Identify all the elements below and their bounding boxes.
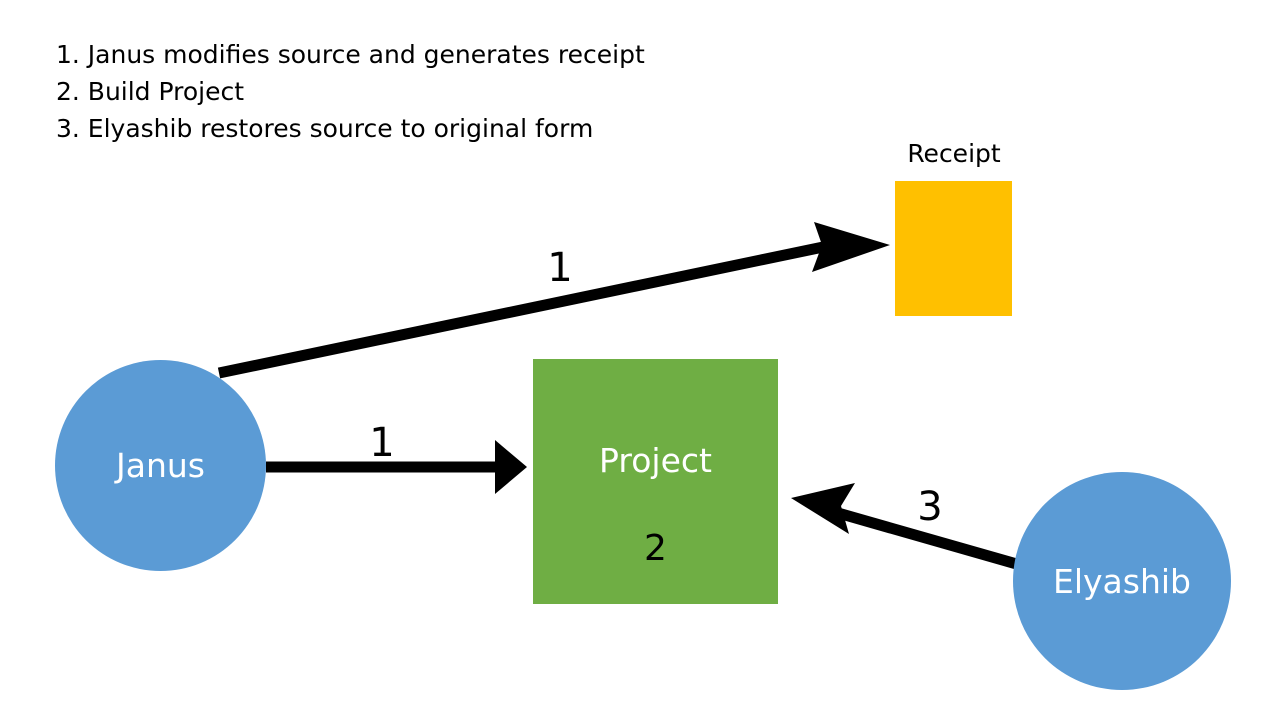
- node-janus-label: Janus: [116, 446, 205, 485]
- legend-line-1: 1. Janus modifies source and generates r…: [56, 40, 645, 69]
- node-project-label: Project: [599, 441, 712, 480]
- edge-janus-to-receipt-shaft: [217, 240, 830, 379]
- edge-elyashib-to-project: [791, 483, 1022, 571]
- edge-label-elyashib-to-project: 3: [917, 484, 943, 530]
- node-elyashib-label: Elyashib: [1053, 561, 1191, 601]
- node-receipt-label: Receipt: [907, 139, 1001, 168]
- edge-janus-to-receipt: [217, 222, 890, 379]
- node-project[interactable]: Project 2: [533, 359, 778, 604]
- edge-label-janus-to-receipt: 1: [547, 245, 573, 291]
- edge-janus-to-project-arrowhead: [495, 440, 527, 494]
- edge-janus-to-receipt-arrowhead: [812, 222, 890, 272]
- edge-label-janus-to-project: 1: [369, 420, 395, 466]
- node-receipt[interactable]: [895, 181, 1012, 316]
- edge-elyashib-to-project-shaft: [836, 507, 1022, 571]
- node-elyashib[interactable]: Elyashib: [1013, 472, 1231, 690]
- edge-elyashib-to-project-arrowhead: [791, 483, 855, 534]
- legend-line-2: 2. Build Project: [56, 77, 245, 106]
- node-janus[interactable]: Janus: [55, 360, 266, 571]
- edge-janus-to-project: [266, 440, 527, 494]
- legend-line-3: 3. Elyashib restores source to original …: [56, 114, 594, 143]
- node-project-step-number: 2: [644, 528, 667, 569]
- legend-steps: 1. Janus modifies source and generates r…: [56, 36, 876, 147]
